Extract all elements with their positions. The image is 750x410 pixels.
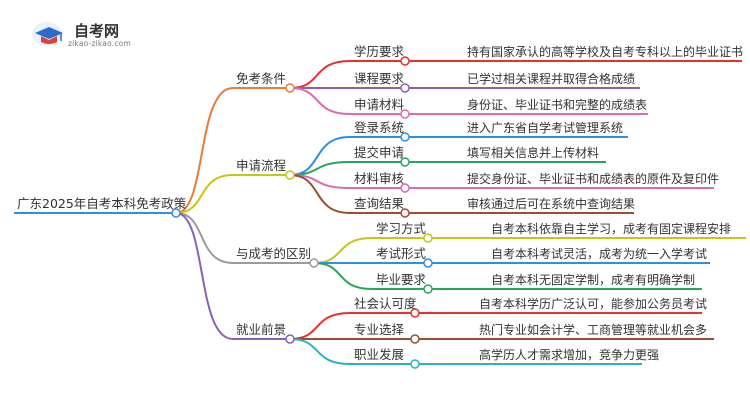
- graduation-cap-icon: [32, 22, 63, 46]
- branch-child-link: [289, 174, 351, 214]
- child-connector-dot: [410, 334, 420, 344]
- child-detail: 自考本科学历广泛认可，能参加公务员考试: [479, 296, 707, 311]
- child-detail: 自考本科无固定学制，成考有明确学制: [491, 272, 695, 287]
- branch-topic: 免考条件: [236, 71, 286, 86]
- child-connector-dot: [400, 208, 410, 218]
- mind-map-links: [175, 60, 746, 365]
- root-connector-dot: [171, 208, 181, 218]
- child-topic: 学历要求: [354, 44, 405, 59]
- mind-map-nodes: 广东2025年自考本科免考政策 免考条件 学历要求 持有国家承认的高等学校及自考专科…: [14, 44, 743, 369]
- child-connector-dot: [423, 258, 433, 268]
- child-detail: 自考本科考试灵活，成考为统一入学考试: [491, 246, 707, 261]
- child-connector-dot: [400, 183, 410, 193]
- child-detail: 进入广东省自学考试管理系统: [467, 120, 623, 135]
- child-connector-dot: [400, 157, 410, 167]
- root-branch-link: [175, 174, 234, 214]
- child-topic: 学习方式: [376, 221, 427, 236]
- branch-connector-dot: [285, 334, 295, 344]
- branch-topic: 申请流程: [236, 158, 287, 173]
- branch-topic: 就业前景: [236, 322, 286, 337]
- logo-url: zikao-zikao.com: [68, 39, 131, 48]
- site-logo[interactable]: 自考网 zikao-zikao.com: [30, 18, 150, 50]
- child-topic: 毕业要求: [376, 272, 427, 287]
- branch-child-link: [289, 87, 351, 115]
- branch-child-link: [289, 312, 351, 340]
- child-topic: 课程要求: [354, 71, 405, 86]
- child-detail: 已学过相关课程并取得合格成绩: [467, 71, 635, 86]
- child-detail: 热门专业如会计学、工商管理等就业机会多: [479, 322, 707, 337]
- root-topic: 广东2025年自考本科免考政策: [17, 196, 187, 211]
- child-topic: 社会认可度: [354, 296, 417, 311]
- child-topic: 提交申请: [354, 145, 404, 160]
- child-connector-dot: [410, 359, 420, 369]
- branch-child-link: [313, 237, 373, 264]
- child-detail: 身份证、毕业证书和完整的成绩表: [467, 97, 647, 112]
- branch-connector-dot: [309, 258, 319, 268]
- branch-topic: 与成考的区别: [236, 246, 311, 261]
- child-detail: 高学历人才需求增加，竞争力更强: [479, 347, 659, 362]
- branch-child-link: [289, 338, 351, 365]
- child-connector-dot: [400, 56, 410, 66]
- branch-child-link: [289, 60, 351, 89]
- child-topic: 专业选择: [354, 322, 405, 337]
- child-detail: 填写相关信息并上传材料: [467, 145, 599, 160]
- child-connector-dot: [400, 132, 410, 142]
- root-branch-link: [175, 212, 234, 264]
- child-connector-dot: [400, 83, 410, 93]
- child-topic: 申请材料: [354, 97, 405, 112]
- child-connector-dot: [423, 284, 433, 294]
- child-detail: 提交身份证、毕业证书和成绩表的原件及复印件: [467, 171, 719, 186]
- root-branch-link: [175, 87, 234, 214]
- child-topic: 材料审核: [354, 171, 405, 186]
- child-topic: 登录系统: [354, 120, 404, 135]
- child-topic: 查询结果: [354, 196, 405, 211]
- branch-connector-dot: [285, 83, 295, 93]
- branch-connector-dot: [285, 170, 295, 180]
- child-topic: 职业发展: [354, 347, 404, 362]
- child-connector-dot: [410, 308, 420, 318]
- child-connector-dot: [423, 233, 433, 243]
- root-branch-link: [175, 212, 234, 340]
- child-detail: 自考本科依靠自主学习，成考有固定课程安排: [491, 221, 731, 236]
- logo-name: 自考网: [74, 22, 120, 40]
- branch-child-link: [313, 262, 373, 290]
- child-detail: 审核通过后可在系统中查询结果: [467, 196, 635, 211]
- child-detail: 持有国家承认的高等学校及自考专科以上的毕业证书: [467, 44, 743, 59]
- branch-child-link: [289, 136, 351, 176]
- child-topic: 考试形式: [376, 246, 427, 261]
- child-connector-dot: [400, 109, 410, 119]
